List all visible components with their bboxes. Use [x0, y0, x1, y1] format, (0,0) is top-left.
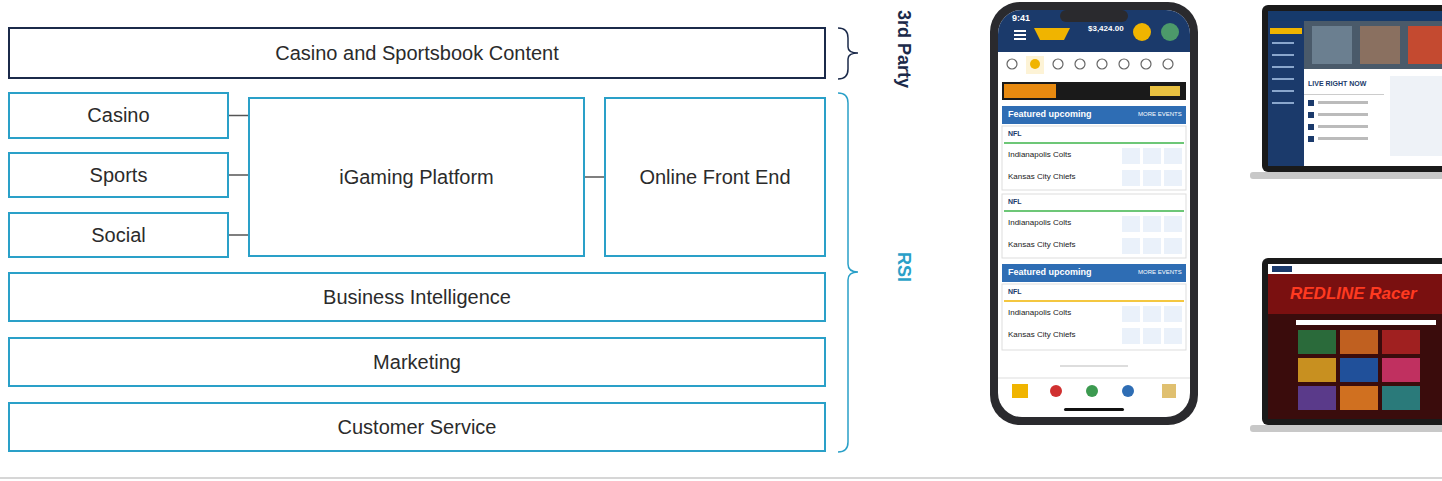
group-label: 3rd Party	[893, 10, 914, 88]
content-box: Casino and Sportsbook Content	[8, 27, 826, 79]
screen-text: NFL	[1008, 198, 1022, 206]
connector-line	[585, 176, 604, 178]
screen-text: 9:41	[1012, 13, 1030, 23]
box-label: iGaming Platform	[339, 166, 494, 189]
box-label: Casino and Sportsbook Content	[275, 42, 559, 65]
box-label: Business Intelligence	[323, 286, 511, 309]
screen-text: $3,424.00	[1088, 24, 1124, 33]
component-box: Social	[8, 212, 229, 258]
screen-text: Indianapolis Colts	[1008, 218, 1071, 227]
phone-mockup	[990, 2, 1198, 425]
box-label: Marketing	[373, 351, 461, 374]
group-label: RSI	[893, 252, 914, 282]
screen-text: Featured upcoming	[1008, 267, 1092, 277]
connector-line	[229, 234, 248, 236]
box-label: Online Front End	[639, 166, 790, 189]
footer-rule	[0, 477, 1442, 479]
box-label: Social	[91, 224, 145, 247]
screen-text: Kansas City Chiefs	[1008, 172, 1076, 181]
connector-line	[229, 115, 248, 117]
box-label: Casino	[87, 104, 149, 127]
screen-text: REDLINE Racer	[1290, 284, 1417, 304]
screen-text: Kansas City Chiefs	[1008, 240, 1076, 249]
laptop-mockup	[1250, 5, 1442, 179]
bracket	[838, 28, 858, 79]
screen-text: Indianapolis Colts	[1008, 150, 1071, 159]
screen-text: Indianapolis Colts	[1008, 308, 1071, 317]
component-box: iGaming Platform	[248, 97, 585, 257]
component-box: Customer Service	[8, 402, 826, 452]
component-box: Online Front End	[604, 97, 826, 257]
screen-text: NFL	[1008, 288, 1022, 296]
screen-text: LIVE RIGHT NOW	[1308, 80, 1366, 88]
bracket	[838, 93, 858, 452]
laptop-mockup	[1250, 258, 1442, 432]
screen-text: Kansas City Chiefs	[1008, 330, 1076, 339]
component-box: Marketing	[8, 337, 826, 387]
screen-text: MORE EVENTS	[1138, 269, 1182, 276]
box-label: Customer Service	[338, 416, 497, 439]
component-box: Casino	[8, 92, 229, 139]
component-box: Business Intelligence	[8, 272, 826, 322]
screen-text: NFL	[1008, 130, 1022, 138]
component-box: Sports	[8, 152, 229, 198]
box-label: Sports	[90, 164, 148, 187]
screen-text: Featured upcoming	[1008, 109, 1092, 119]
screen-text: MORE EVENTS	[1138, 111, 1182, 118]
connector-line	[229, 174, 248, 176]
